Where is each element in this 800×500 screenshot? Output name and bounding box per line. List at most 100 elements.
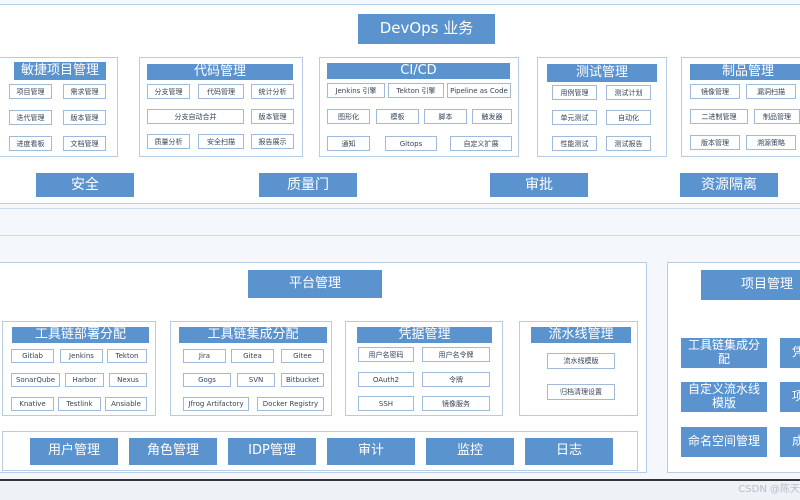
audit-button[interactable]: 审计 [327, 438, 415, 465]
test-item[interactable]: 测试计划 [606, 85, 651, 100]
deploy-tool[interactable]: Harbor [65, 373, 104, 387]
agile-item[interactable]: 需求管理 [63, 84, 106, 99]
artifact-item[interactable]: 镜像管理 [690, 84, 740, 99]
integrate-tool[interactable]: Jira [183, 349, 226, 363]
code-section: 代码管理 分支管理 代码管理 统计分析 分支自动合并 版本管理 质量分析 安全扫… [139, 57, 303, 157]
cicd-section: CI/CD Jenkins 引擎 Tekton 引擎 Pipeline as C… [319, 57, 519, 157]
user-management-button[interactable]: 用户管理 [30, 438, 118, 465]
security-bar[interactable]: 安全 [36, 173, 134, 197]
credential-item[interactable]: OAuth2 [358, 372, 414, 387]
test-item[interactable]: 单元测试 [552, 110, 597, 125]
credential-item[interactable]: SSH [358, 396, 414, 411]
integrate-tool[interactable]: SVN [237, 373, 275, 387]
toolchain-integrate-section: 工具链集成分配 Jira Gitea Gitee Gogs SVN Bitbuc… [170, 321, 332, 416]
integrate-tool[interactable]: Jfrog Artifactory [183, 397, 249, 411]
deploy-tool[interactable]: Gitlab [11, 349, 54, 363]
test-item[interactable]: 测试报告 [606, 136, 651, 151]
code-item[interactable]: 报告展示 [251, 134, 294, 149]
artifact-section: 制品管理 镜像管理 漏洞扫描 二进制管理 制品管理 版本管理 溯源策略 [681, 57, 800, 157]
agile-item[interactable]: 进度看板 [9, 136, 52, 151]
log-button[interactable]: 日志 [525, 438, 613, 465]
cicd-item[interactable]: Gitops [385, 136, 437, 151]
code-item[interactable]: 安全扫描 [198, 134, 244, 149]
credential-item[interactable]: 用户名令牌 [422, 347, 490, 362]
integrate-tool[interactable]: Bitbucket [281, 373, 324, 387]
credential-section: 凭据管理 用户名密码 用户名令牌 OAuth2 令牌 SSH 镜像服务 [345, 321, 503, 416]
deploy-tool[interactable]: SonarQube [11, 373, 60, 387]
code-item[interactable]: 质量分析 [147, 134, 190, 149]
agile-item[interactable]: 迭代管理 [9, 110, 52, 125]
deploy-tool[interactable]: Jenkins [60, 349, 103, 363]
cicd-item[interactable]: Jenkins 引擎 [327, 83, 385, 98]
project-item-cut-2[interactable]: 项 [780, 382, 800, 412]
project-item-namespace[interactable]: 命名空间管理 [681, 427, 767, 457]
pipeline-title: 流水线管理 [531, 327, 631, 343]
credential-item[interactable]: 镜像服务 [422, 396, 490, 411]
resource-isolation-bar[interactable]: 资源隔离 [680, 173, 778, 197]
idp-management-button[interactable]: IDP管理 [228, 438, 316, 465]
code-item[interactable]: 统计分析 [251, 84, 294, 99]
monitor-button[interactable]: 监控 [426, 438, 514, 465]
code-item[interactable]: 分支管理 [147, 84, 190, 99]
artifact-item[interactable]: 版本管理 [690, 135, 740, 150]
test-item[interactable]: 性能测试 [552, 136, 597, 151]
cicd-item[interactable]: 图形化 [327, 109, 370, 124]
project-item-cut-3[interactable]: 成 [780, 427, 800, 457]
code-item[interactable]: 版本管理 [251, 109, 294, 124]
credential-item[interactable]: 用户名密码 [358, 347, 414, 362]
cicd-title: CI/CD [327, 63, 510, 79]
approval-bar[interactable]: 审批 [490, 173, 588, 197]
code-item[interactable]: 分支自动合并 [147, 109, 244, 124]
project-title: 项目管理 [701, 270, 800, 300]
artifact-item[interactable]: 溯源策略 [746, 135, 796, 150]
project-item-pipeline-template[interactable]: 自定义流水线模版 [681, 382, 767, 412]
quality-gate-bar[interactable]: 质量门 [259, 173, 357, 197]
cicd-item[interactable]: Pipeline as Code [447, 83, 511, 98]
agile-item[interactable]: 项目管理 [9, 84, 52, 99]
artifact-item[interactable]: 制品管理 [754, 109, 800, 124]
artifact-item[interactable]: 漏洞扫描 [746, 84, 796, 99]
cicd-item[interactable]: Tekton 引擎 [388, 83, 444, 98]
integrate-tool[interactable]: Gitea [231, 349, 274, 363]
cicd-item[interactable]: 通知 [327, 136, 370, 151]
test-section: 测试管理 用例管理 测试计划 单元测试 自动化 性能测试 测试报告 [537, 57, 667, 157]
test-item[interactable]: 用例管理 [552, 85, 597, 100]
toolchain-deploy-section: 工具链部署分配 Gitlab Jenkins Tekton SonarQube … [2, 321, 156, 416]
role-management-button[interactable]: 角色管理 [129, 438, 217, 465]
credential-item[interactable]: 令牌 [422, 372, 490, 387]
deploy-tool[interactable]: Nexus [109, 373, 147, 387]
bottom-strip [0, 479, 800, 500]
code-title: 代码管理 [147, 64, 293, 80]
integrate-tool[interactable]: Docker Registry [257, 397, 324, 411]
pipeline-item[interactable]: 流水线模版 [547, 353, 615, 369]
pipeline-section: 流水线管理 流水线模版 归档清理设置 [519, 321, 638, 416]
pipeline-item[interactable]: 归档清理设置 [547, 384, 615, 400]
test-item[interactable]: 自动化 [606, 110, 651, 125]
toolchain-deploy-title: 工具链部署分配 [12, 327, 149, 343]
csdn-watermark: CSDN @陈天 [738, 484, 800, 495]
deploy-tool[interactable]: Tekton [107, 349, 147, 363]
deploy-tool[interactable]: Testlink [58, 397, 101, 411]
cicd-item[interactable]: 触发器 [472, 109, 512, 124]
deploy-tool[interactable]: Ansiable [105, 397, 147, 411]
toolchain-integrate-title: 工具链集成分配 [179, 327, 327, 343]
deploy-tool[interactable]: Knative [11, 397, 54, 411]
artifact-item[interactable]: 二进制管理 [690, 109, 748, 124]
section-divider [0, 208, 800, 236]
code-item[interactable]: 代码管理 [198, 84, 244, 99]
project-item-cut-1[interactable]: 凭 [780, 338, 800, 368]
platform-title: 平台管理 [248, 270, 382, 298]
agile-item[interactable]: 版本管理 [63, 110, 106, 125]
project-item-toolchain[interactable]: 工具链集成分配 [681, 338, 767, 368]
cicd-item[interactable]: 模板 [376, 109, 419, 124]
cicd-item[interactable]: 脚本 [424, 109, 467, 124]
integrate-tool[interactable]: Gogs [183, 373, 231, 387]
agile-item[interactable]: 文档管理 [63, 136, 106, 151]
cicd-item[interactable]: 自定义扩展 [450, 136, 512, 151]
devops-title: DevOps 业务 [358, 14, 495, 44]
integrate-tool[interactable]: Gitee [281, 349, 324, 363]
agile-title: 敏捷项目管理 [14, 62, 106, 80]
credential-title: 凭据管理 [357, 327, 492, 343]
artifact-title: 制品管理 [690, 64, 800, 80]
test-title: 测试管理 [547, 64, 657, 82]
